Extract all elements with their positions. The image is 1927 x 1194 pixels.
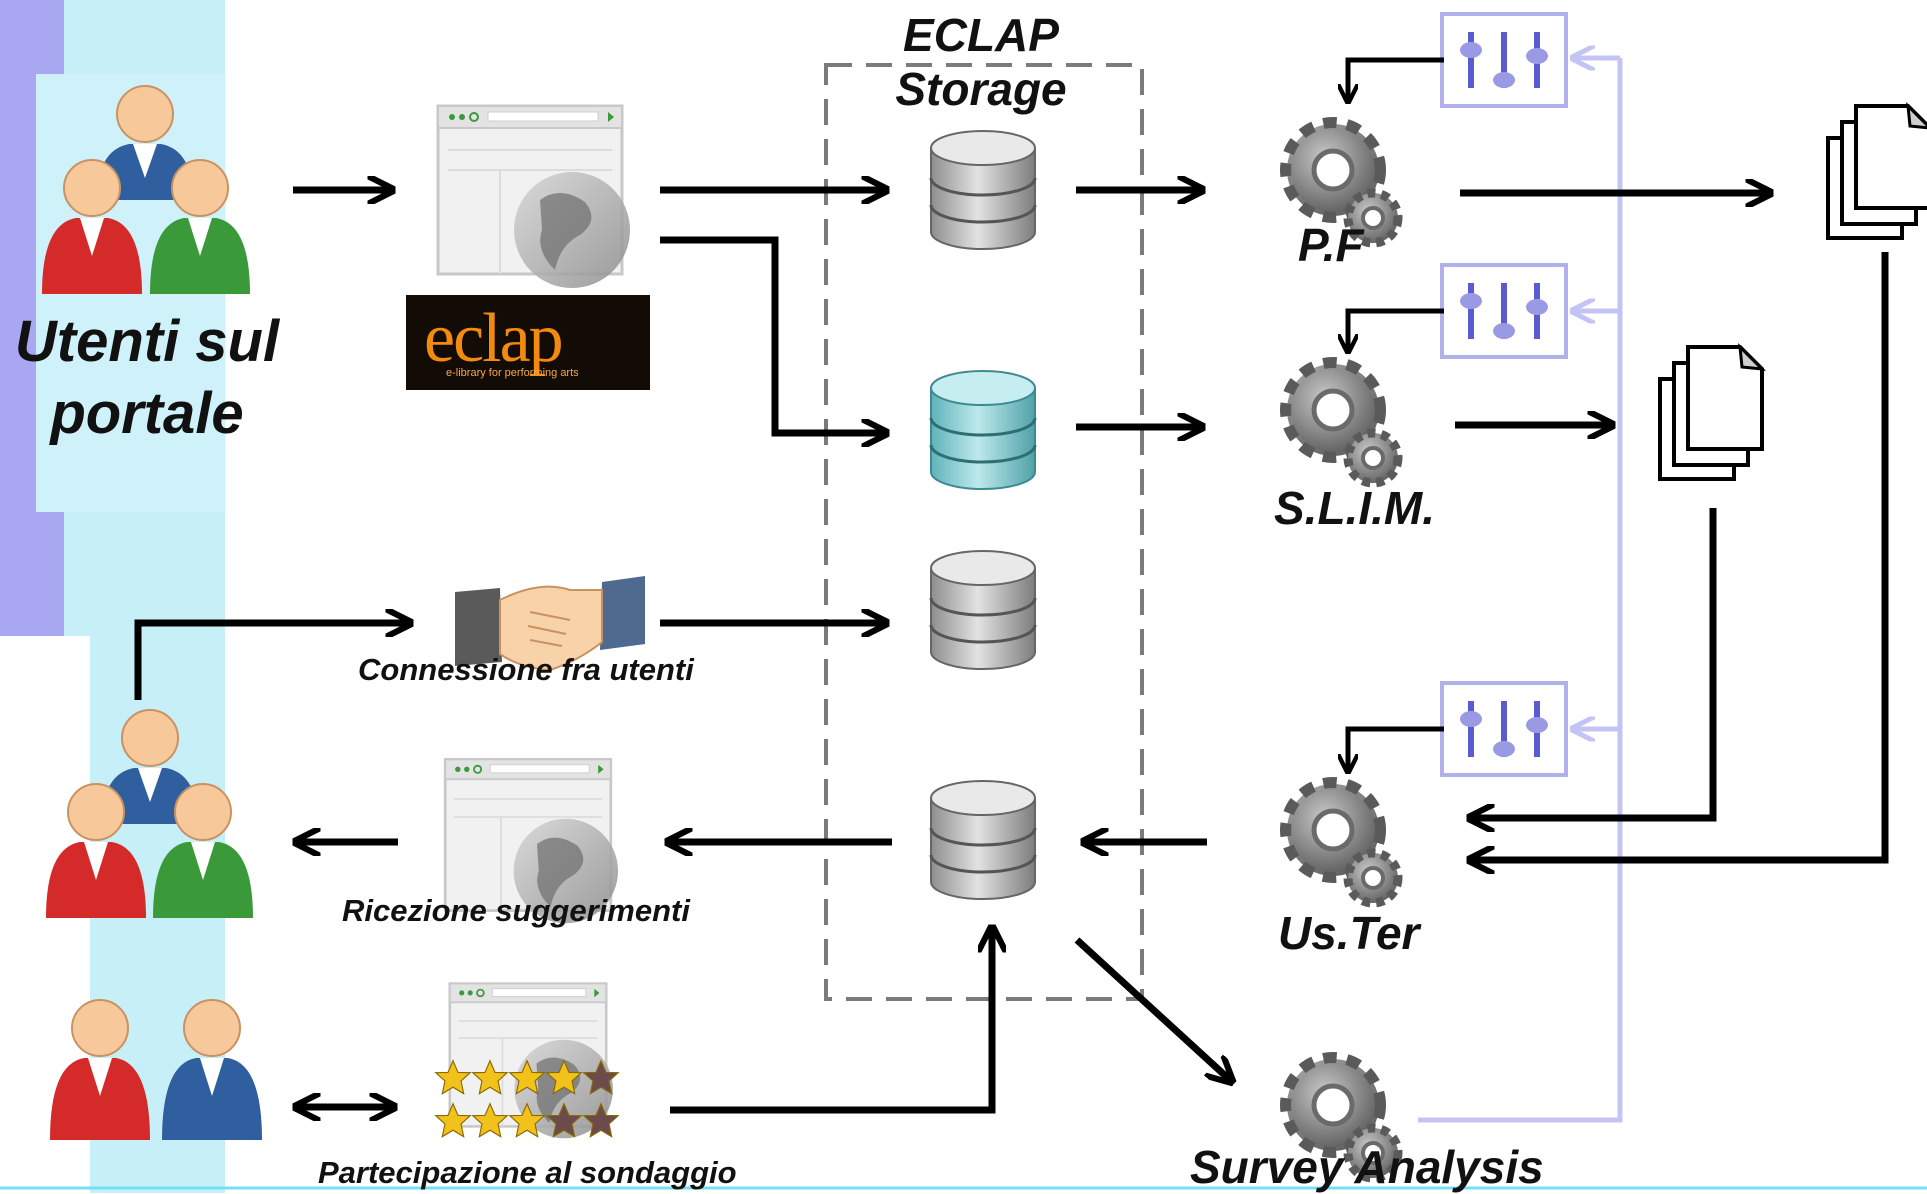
poll-label: Partecipazione al sondaggio	[318, 1155, 737, 1190]
flow-arrows	[134, 57, 1889, 1110]
suggestions-label: Ricezione suggerimenti	[342, 893, 690, 928]
connection-label: Connessione fra utenti	[358, 652, 694, 687]
uster-label: Us.Ter	[1278, 907, 1420, 959]
storage-box	[824, 63, 1144, 1001]
database-icon	[929, 779, 1037, 901]
pf-label: P.F	[1298, 219, 1364, 271]
storage-title: ECLAP Storage	[895, 9, 1067, 115]
filter-sliders-icon	[1442, 14, 1566, 106]
gear-icon	[1287, 784, 1398, 903]
document-stack-icon	[1826, 104, 1927, 240]
slim-label: S.L.I.M.	[1274, 482, 1435, 534]
browser-globe-icon	[436, 104, 632, 290]
filter-sliders-icon	[1442, 265, 1566, 357]
feedback-lines	[1418, 58, 1623, 1123]
survey-label: Survey Analysis	[1190, 1141, 1544, 1193]
database-icon	[929, 129, 1037, 251]
eclap-logo-tagline: e-library for performing arts	[446, 367, 579, 379]
document-stack-icon	[1658, 345, 1764, 481]
users-group-icon	[46, 709, 253, 918]
eclap-logo: eclap e-library for performing arts	[406, 295, 650, 390]
users-pair-icon	[50, 999, 262, 1140]
users-group-icon	[42, 85, 250, 294]
handshake-icon	[455, 576, 645, 672]
eclap-logo-word: eclap	[424, 300, 564, 377]
database-icon	[929, 369, 1037, 491]
database-icon	[929, 549, 1037, 671]
filter-sliders-icon	[1442, 683, 1566, 775]
users-title: Utenti sul portale	[14, 309, 280, 446]
gear-icon	[1287, 364, 1398, 483]
